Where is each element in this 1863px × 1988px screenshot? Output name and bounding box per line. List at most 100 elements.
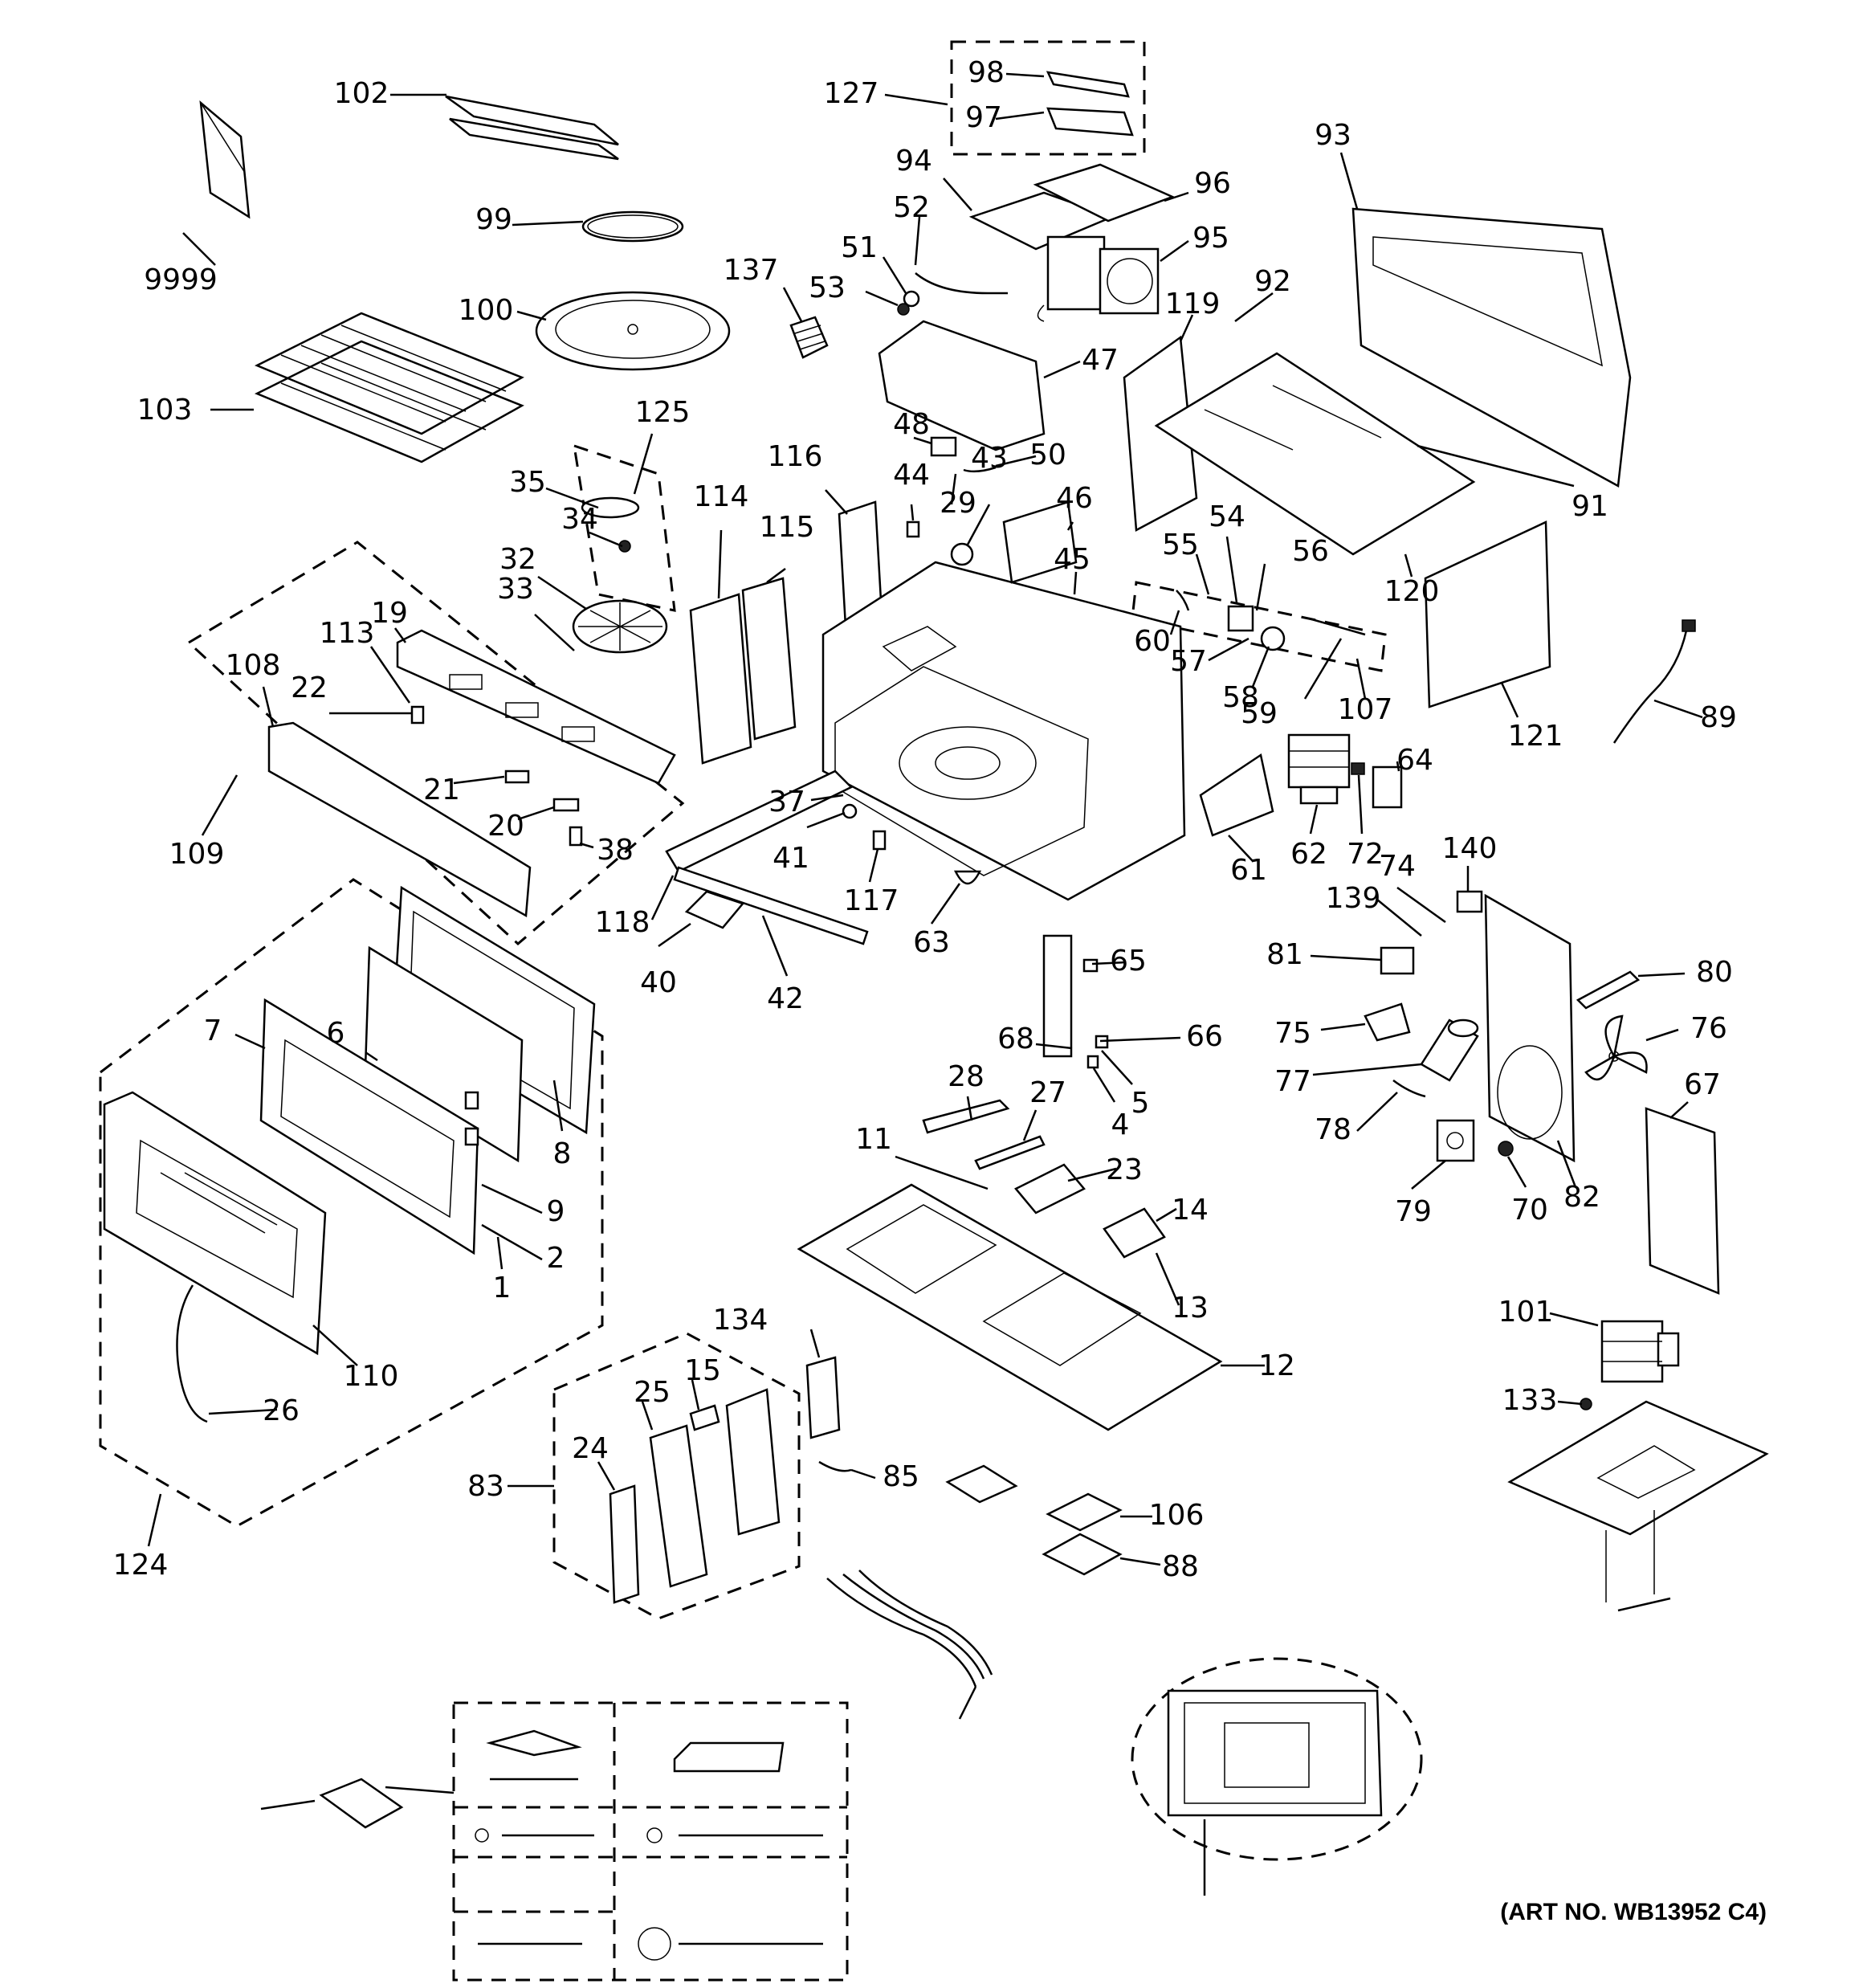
callout-34: 34 xyxy=(561,503,598,536)
callout-116: 116 xyxy=(768,440,823,473)
interlock-assembly-part xyxy=(1042,934,1109,1069)
callout-8: 8 xyxy=(553,1137,572,1170)
fuse-part xyxy=(1580,1398,1592,1410)
callout-62: 62 xyxy=(1290,838,1327,871)
damper-door-part xyxy=(1046,107,1134,137)
callout-68: 68 xyxy=(997,1023,1034,1055)
callout-137: 137 xyxy=(724,254,779,287)
base-plate-part xyxy=(1507,1400,1769,1602)
coupler-part xyxy=(842,803,858,819)
callout-19: 19 xyxy=(371,597,408,630)
relay-part xyxy=(1456,890,1483,913)
door-handle-part xyxy=(176,1284,208,1423)
callout-94: 94 xyxy=(895,145,932,178)
callout-85: 85 xyxy=(883,1460,919,1493)
callout-113: 113 xyxy=(320,617,375,650)
spring-lower-part xyxy=(569,826,583,847)
callout-50: 50 xyxy=(1029,439,1066,471)
top-plate-part xyxy=(1154,352,1476,556)
right-side-cover-part xyxy=(1645,1107,1720,1295)
callout-15: 15 xyxy=(684,1354,721,1387)
callout-6: 6 xyxy=(327,1017,345,1050)
callout-41: 41 xyxy=(773,842,809,875)
lamp-housing-right-part xyxy=(1103,1207,1166,1259)
thermal-cutout-part xyxy=(903,290,920,308)
callout-27: 27 xyxy=(1029,1076,1066,1109)
wire-part xyxy=(818,1460,852,1472)
callout-26: 26 xyxy=(263,1394,300,1427)
group-101-outline xyxy=(452,1701,849,1982)
door-inner-part xyxy=(259,998,479,1255)
group-110-outline xyxy=(99,878,604,1528)
callout-14: 14 xyxy=(1172,1194,1209,1227)
callout-77: 77 xyxy=(1274,1065,1311,1098)
thermal-cutout-wire-part xyxy=(915,272,1008,295)
callout-2: 2 xyxy=(547,1242,565,1275)
motor-nut-part xyxy=(1498,1141,1514,1157)
spring-part xyxy=(410,705,425,725)
callout-43: 43 xyxy=(971,442,1008,475)
callout-80: 80 xyxy=(1696,956,1733,989)
air-guide-part xyxy=(878,320,1046,451)
callout-28: 28 xyxy=(948,1060,984,1093)
callout-12: 12 xyxy=(1258,1349,1295,1382)
callout-91: 91 xyxy=(1572,490,1608,523)
callout-33: 33 xyxy=(497,573,534,606)
callout-40: 40 xyxy=(640,966,677,999)
group-127-outline xyxy=(950,40,1146,156)
callout-124: 124 xyxy=(113,1549,169,1582)
callout-25: 25 xyxy=(634,1376,671,1409)
callout-95: 95 xyxy=(1192,222,1229,255)
shield-bracket-part xyxy=(1372,765,1403,809)
callout-114: 114 xyxy=(694,480,749,513)
touch-panel-part xyxy=(609,1484,640,1604)
oven-cavity-part xyxy=(821,561,1186,901)
callout-44: 44 xyxy=(893,459,930,492)
door-glass-part xyxy=(364,945,524,1163)
callout-88: 88 xyxy=(1162,1550,1199,1583)
stirrer-part xyxy=(572,599,668,654)
hardware-items-part xyxy=(475,1729,823,1961)
power-cord-part xyxy=(1612,630,1688,744)
callout-72: 72 xyxy=(1347,838,1384,871)
callout-38: 38 xyxy=(597,834,634,867)
fan-housing-part xyxy=(1484,893,1576,1163)
keypad-cover-part xyxy=(689,1404,720,1431)
callout-118: 118 xyxy=(595,906,650,939)
roller-ring-part xyxy=(581,210,684,243)
filter-frame-part xyxy=(684,890,745,929)
drive-motor-part xyxy=(953,870,982,885)
callout-115: 115 xyxy=(760,511,815,544)
callout-9: 9 xyxy=(547,1195,565,1228)
thermistor-part xyxy=(1351,762,1365,775)
lamp-socket-part xyxy=(930,436,957,457)
callout-99: 99 xyxy=(475,203,512,236)
parts-artwork xyxy=(103,71,1769,1961)
bracket-part xyxy=(1576,970,1641,1010)
group-38-ellipse xyxy=(1131,1657,1423,1861)
callout-29: 29 xyxy=(940,487,976,520)
callout-52: 52 xyxy=(893,191,930,224)
control-panel-part xyxy=(649,1424,708,1588)
callout-120: 120 xyxy=(1384,575,1440,608)
callout-64: 64 xyxy=(1396,744,1433,777)
callout-133: 133 xyxy=(1502,1384,1558,1417)
callout-74: 74 xyxy=(1379,850,1416,883)
group-134-outline xyxy=(552,1332,801,1620)
callout-97: 97 xyxy=(965,101,1002,134)
turntable-tray-part xyxy=(535,291,731,371)
callout-56: 56 xyxy=(1292,535,1329,568)
callout-83: 83 xyxy=(467,1470,504,1503)
fan-motor-part xyxy=(1436,1119,1475,1162)
callout-13: 13 xyxy=(1172,1292,1209,1325)
callout-101: 101 xyxy=(1498,1296,1554,1329)
callout-22: 22 xyxy=(291,672,328,704)
callout-37: 37 xyxy=(768,786,805,818)
callout-20: 20 xyxy=(487,810,524,843)
callout-108: 108 xyxy=(226,649,281,682)
oven-rack-part xyxy=(254,312,524,463)
callout-102: 102 xyxy=(334,77,389,110)
callout-125: 125 xyxy=(635,396,691,429)
callout-109: 109 xyxy=(169,838,225,871)
callout-47: 47 xyxy=(1082,344,1119,377)
